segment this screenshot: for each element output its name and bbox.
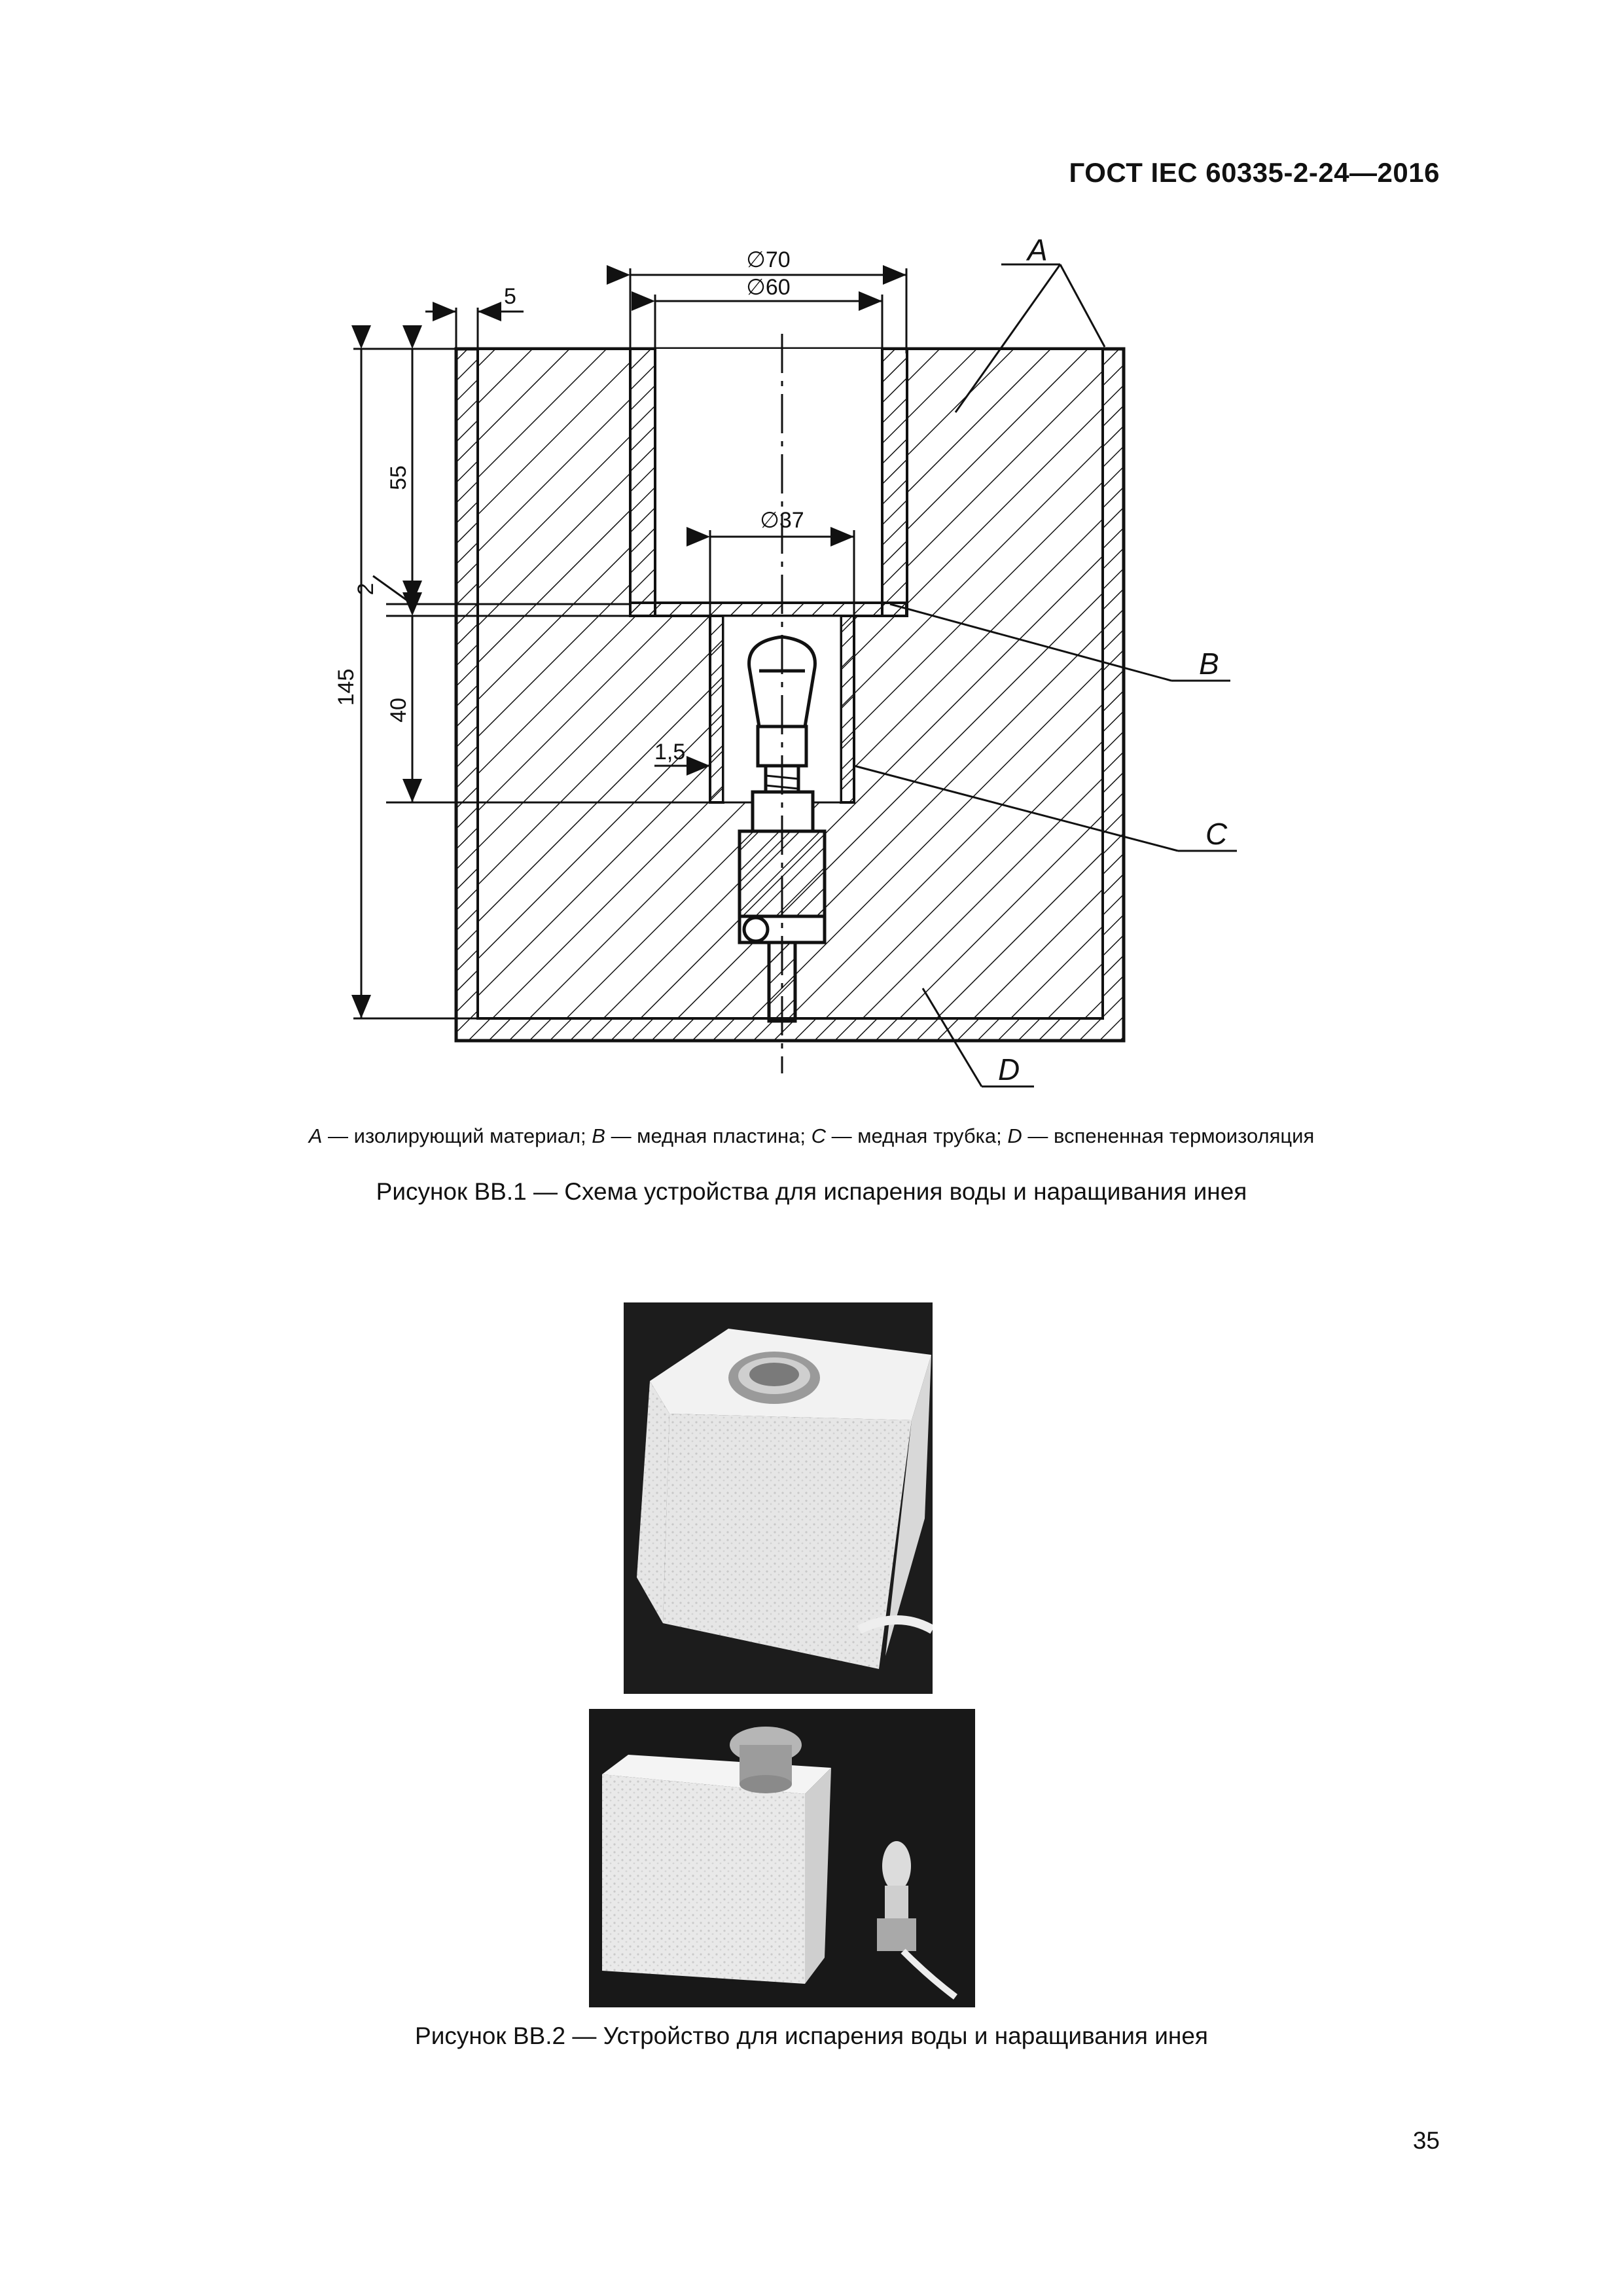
dimension-lines: [351, 263, 1237, 1088]
legend-text-b: — медная пластина;: [605, 1124, 812, 1147]
legend-text-c: — медная трубка;: [826, 1124, 1008, 1147]
callout-b: B: [1199, 647, 1219, 681]
legend-text-d: — вспененная термоизоляция: [1022, 1124, 1315, 1147]
callout-c: C: [1205, 817, 1228, 851]
legend-key-b: B: [592, 1124, 605, 1147]
dim-diameter-60: ∅60: [746, 275, 790, 300]
copper-plate: [629, 601, 908, 617]
figure-bb1-legend: A — изолирующий материал; B — медная пла…: [223, 1124, 1400, 1148]
photo-device-top-view: [624, 1302, 933, 1694]
dim-diameter-70: ∅70: [746, 247, 790, 272]
legend-key-a: A: [308, 1124, 323, 1147]
dim-plate-2: 2: [353, 583, 378, 596]
dim-height-145: 145: [334, 669, 359, 706]
figure-bb1-caption: Рисунок ВВ.1 — Схема устройства для испа…: [376, 1178, 1247, 1205]
dim-wall-5: 5: [504, 284, 516, 309]
legend-text-a: — изолирующий материал;: [322, 1124, 592, 1147]
dim-diameter-37: ∅37: [760, 508, 804, 533]
page-number: 35: [1412, 2127, 1440, 2154]
dim-height-40: 40: [386, 698, 411, 723]
legend-key-c: C: [811, 1124, 827, 1147]
callout-d: D: [998, 1052, 1020, 1086]
dim-height-55: 55: [386, 465, 411, 490]
callout-a: A: [1026, 233, 1048, 267]
photo-device-with-lamp: [589, 1709, 975, 2007]
figure-bb2-caption: Рисунок ВВ.2 — Устройство для испарения …: [415, 2022, 1208, 2049]
legend-key-d: D: [1007, 1124, 1022, 1147]
water-cup-well: [629, 348, 908, 617]
figure-bb1-drawing: ∅70 ∅60 ∅37 5 55 2 145 40 1,5 A B C D: [288, 223, 1335, 1113]
document-standard-number: ГОСТ IEC 60335-2-24—2016: [1069, 157, 1440, 188]
dim-tube-thickness: 1,5: [654, 740, 685, 764]
